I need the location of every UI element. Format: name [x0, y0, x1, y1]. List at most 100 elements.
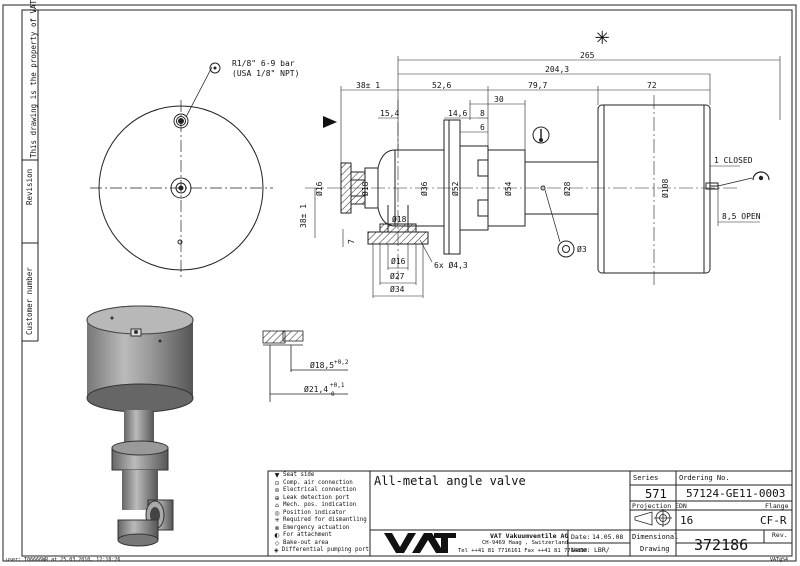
legend-row: ⊕Leak detection port — [271, 495, 369, 503]
legend-symbol-icon: ✳ — [274, 517, 280, 524]
projection-symbol — [634, 509, 672, 527]
ordering-label: Ordering No. — [679, 474, 730, 482]
svg-text:15,4: 15,4 — [380, 109, 399, 118]
air-connection-note-line-2: (USA 1/8" NPT) — [232, 69, 299, 78]
svg-text:204,3: 204,3 — [545, 65, 569, 74]
svg-text:14,6: 14,6 — [448, 109, 467, 118]
side-view — [305, 95, 740, 285]
svg-text:38± 1: 38± 1 — [356, 81, 380, 90]
legend-row: ⌂ Mech. pos. indication — [271, 502, 369, 510]
date-label: Date: — [571, 533, 591, 541]
company-name: VAT Vakuumventile AG — [490, 532, 569, 540]
svg-text:Ø18: Ø18 — [392, 214, 407, 224]
rev-label: Rev. — [772, 531, 788, 539]
legend-symbol-icon: ◐ — [274, 532, 280, 539]
legend-label: Leak detection port — [283, 494, 350, 501]
dismantling-symbol: ✳ — [595, 22, 609, 50]
svg-text:8,5 OPEN: 8,5 OPEN — [722, 212, 761, 221]
svg-text:Ø52: Ø52 — [450, 181, 460, 196]
revision-label: Revision — [25, 168, 34, 205]
valve-3d-render — [86, 305, 194, 547]
legend-row: ⊗Emergency actuation — [271, 525, 369, 533]
legend-symbol-icon: ⊕ — [274, 494, 280, 502]
customer-number-label: Customer number — [25, 267, 34, 335]
legend-row: ◎Position indicator — [271, 510, 369, 518]
svg-text:8: 8 — [480, 109, 485, 118]
dimension-texts: ✳ 265 204,3 38± 1 52,6 79,7 72 30 15,4 1… — [299, 22, 761, 294]
ordering-value: 57124-GE11-0003 — [686, 487, 786, 500]
footer-right-code: VAT@S4 — [770, 557, 789, 563]
legend-symbol-icon: ◈ — [274, 547, 279, 554]
position-indicator-symbol — [544, 189, 575, 258]
footer-user-stamp: user: T06666WR at 25.03.2010, 12:10:26 — [6, 557, 121, 563]
series-label: Series — [633, 474, 659, 482]
legend-label: Position indicator — [283, 509, 346, 516]
flange-value: CF-R — [760, 514, 787, 527]
air-connection-symbol — [213, 66, 217, 70]
symbol-legend: ▼Seat side⊙Comp. air connection⊜Electric… — [271, 472, 369, 555]
company-address: CH-9469 Haag , Switzerland — [482, 540, 569, 546]
legend-label: For attachment — [283, 532, 332, 538]
legend-label: Differential pumping port — [281, 547, 369, 553]
dn-value: 16 — [680, 514, 694, 527]
legend-symbol-icon: ⌂ — [275, 502, 279, 509]
series-value: 571 — [645, 487, 667, 501]
svg-text:Ø34: Ø34 — [390, 284, 405, 294]
svg-text:Ø18: Ø18 — [360, 181, 370, 196]
legend-row: ◇Bake-out area — [271, 540, 369, 548]
svg-text:0: 0 — [331, 391, 335, 398]
seal-detail — [262, 330, 348, 402]
svg-text:6x Ø4,3: 6x Ø4,3 — [434, 260, 468, 270]
legend-row: ◈Differential pumping port — [271, 547, 369, 555]
legend-row: ▼Seat side — [271, 472, 369, 480]
dimensional-label: Dimensional — [632, 533, 679, 541]
svg-text:Ø28: Ø28 — [562, 181, 572, 196]
dimension-lines — [314, 56, 781, 298]
svg-text:30: 30 — [494, 95, 504, 104]
svg-text:Ø27: Ø27 — [390, 271, 405, 281]
svg-text:6: 6 — [480, 123, 485, 132]
title-block-frame — [267, 470, 793, 557]
svg-text:Ø16: Ø16 — [314, 181, 324, 196]
company-phone: Tel ++41 81 7716161 Fax ++41 81 7714830 — [458, 548, 588, 554]
seat-side-marker — [323, 116, 337, 128]
legend-symbol-icon: ◎ — [274, 509, 280, 517]
svg-text:79,7: 79,7 — [528, 81, 547, 90]
legend-symbol-icon: ⊜ — [274, 487, 280, 494]
legend-label: Electrical connection — [283, 487, 357, 493]
legend-label: Mech. pos. indication — [283, 502, 357, 508]
svg-text:265: 265 — [580, 51, 595, 60]
svg-text:38± 1: 38± 1 — [299, 204, 308, 228]
svg-text:52,6: 52,6 — [432, 81, 451, 90]
svg-text:7: 7 — [347, 239, 356, 244]
seal-tolerance-2: Ø21,4 +0,1 0 — [304, 382, 345, 398]
dn-label: DN — [679, 502, 687, 510]
legend-label: Comp. air connection — [283, 479, 353, 486]
property-notice: This drawing is the property of VAT. — [29, 0, 38, 158]
legend-symbol-icon: ◇ — [274, 539, 280, 547]
leak-detection-symbol — [532, 126, 550, 144]
legend-label: Bake-out area — [283, 539, 329, 546]
legend-label: Seat side — [283, 472, 315, 478]
legend-label: Required for dismantling — [283, 517, 367, 523]
date-value: 14.05.08 — [592, 533, 624, 541]
svg-text:Ø54: Ø54 — [503, 181, 513, 196]
legend-symbol-icon: ⊙ — [274, 479, 280, 487]
legend-row: ⊜Electrical connection — [271, 487, 369, 495]
drawing-label: Drawing — [640, 545, 670, 553]
svg-text:Ø108: Ø108 — [660, 179, 670, 198]
projection-label: Projection E — [632, 502, 679, 510]
svg-text:Ø36: Ø36 — [419, 181, 429, 196]
svg-text:Ø21,4: Ø21,4 — [304, 384, 328, 394]
svg-text:Ø3: Ø3 — [577, 244, 587, 254]
legend-symbol-icon: ⊗ — [274, 524, 280, 532]
mech-position-indication-symbol — [717, 171, 770, 187]
svg-text:+0,1: +0,1 — [330, 382, 345, 389]
svg-text:Ø16: Ø16 — [391, 256, 406, 266]
svg-text:72: 72 — [647, 81, 657, 90]
seal-tolerance-1: Ø18,5 +0,2 — [310, 359, 349, 370]
drawing-title: All-metal angle valve — [374, 474, 526, 488]
flange-label: Flange — [765, 502, 789, 510]
vat-logo — [384, 532, 456, 554]
